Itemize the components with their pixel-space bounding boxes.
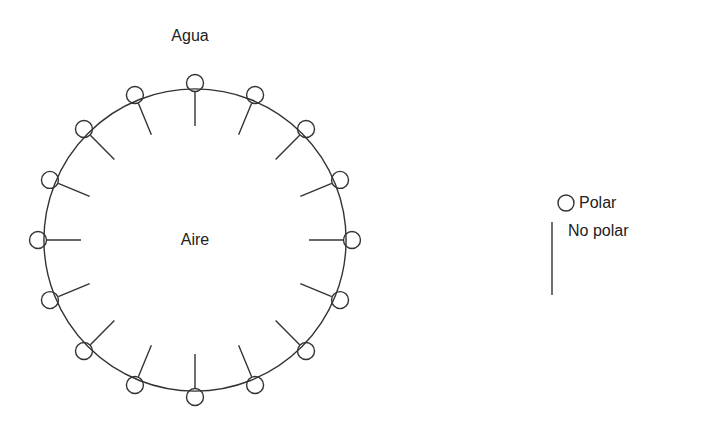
legend-text: No polar: [568, 221, 628, 240]
nonpolar-tail: [58, 183, 89, 196]
nonpolar-tail: [276, 321, 300, 345]
nonpolar-tail: [194, 354, 195, 388]
nonpolar-tail: [239, 345, 252, 376]
nonpolar-tail: [47, 239, 81, 240]
nonpolar-tail: [239, 103, 252, 134]
nonpolar-tail: [309, 239, 343, 240]
nonpolar-sample: [551, 222, 552, 295]
legend-text: Polar: [579, 193, 616, 212]
nonpolar-tail: [300, 183, 331, 196]
nonpolar-tail: [300, 284, 331, 297]
nonpolar-tail: [90, 135, 114, 159]
polar-head: [298, 120, 315, 137]
nonpolar-tail: [138, 345, 151, 376]
polar-head: [75, 343, 92, 360]
nonpolar-tail: [90, 321, 114, 345]
bubble-circle: [44, 89, 346, 391]
nonpolar-tail: [194, 92, 195, 126]
polar-sample: [558, 195, 574, 211]
nonpolar-tail: [276, 135, 300, 159]
nonpolar-tail: [138, 103, 151, 134]
air-bubble: Aire: [43, 88, 347, 392]
medium-label: Agua: [171, 26, 208, 45]
polar-head: [75, 120, 92, 137]
region-label: Aire: [181, 230, 209, 249]
nonpolar-tail: [58, 284, 89, 297]
polar-head: [298, 343, 315, 360]
